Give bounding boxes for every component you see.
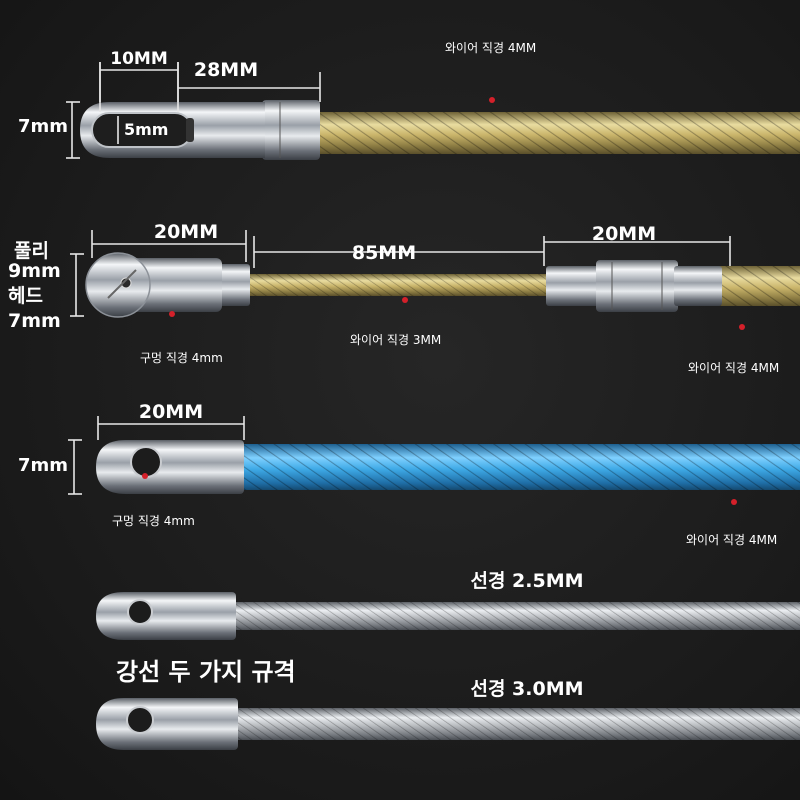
callout-wire-4mm-c: 와이어 직경 4MM bbox=[686, 533, 777, 547]
callout-wire-4mm-b: 와이어 직경 4MM bbox=[688, 361, 779, 375]
section-pulley-gold: 20MM 85MM 20MM 풀리 9mm 헤드 7mm 구멍 직경 4mm 와… bbox=[8, 221, 800, 375]
crimp-sleeve bbox=[262, 100, 320, 160]
spec-3-0mm: 선경 3.0MM bbox=[470, 678, 583, 700]
coupler bbox=[546, 260, 722, 312]
pulley-crimp bbox=[218, 264, 250, 306]
pulley-label: 풀리 bbox=[14, 240, 49, 262]
dim-20mm-bullet: 20MM bbox=[139, 401, 203, 423]
callout-wire-3mm: 와이어 직경 3MM bbox=[350, 333, 441, 347]
callout-wire-4mm: 와이어 직경 4MM bbox=[445, 41, 536, 55]
dim-7mm-bullet: 7mm bbox=[18, 455, 68, 476]
dim-5mm-slot: 5mm bbox=[124, 120, 168, 139]
dim-28mm: 28MM bbox=[194, 59, 258, 81]
dim-85mm: 85MM bbox=[352, 242, 416, 264]
pulley-size: 9mm bbox=[8, 260, 61, 282]
dim-10mm: 10MM bbox=[110, 49, 168, 69]
callout-dot bbox=[489, 97, 495, 103]
dim-20mm-coupler: 20MM bbox=[592, 223, 656, 245]
dim-20mm-head: 20MM bbox=[154, 221, 218, 243]
spec-2-5mm: 선경 2.5MM bbox=[470, 570, 583, 592]
callout-hole-4mm-b: 구멍 직경 4mm bbox=[112, 514, 195, 528]
gold-cable-twist bbox=[318, 112, 800, 154]
bullet-hole bbox=[130, 446, 162, 478]
section-eyelet-gold: 10MM 28MM 7mm 5mm 와이어 직경 4MM bbox=[18, 41, 800, 160]
bullet-crimp bbox=[192, 440, 244, 494]
head-label: 헤드 bbox=[8, 285, 43, 307]
head-size: 7mm bbox=[8, 310, 61, 332]
dim-7mm-height: 7mm bbox=[18, 116, 68, 137]
pulley-wheel bbox=[85, 252, 151, 318]
section-bullet-blue: 20MM 7mm 구멍 직경 4mm 와이어 직경 4MM bbox=[18, 401, 800, 547]
callout-hole-4mm: 구멍 직경 4mm bbox=[140, 351, 223, 365]
section-steel-cables: 선경 2.5MM 선경 3.0MM 강선 두 가지 규격 bbox=[96, 570, 800, 750]
steel-section-title: 강선 두 가지 규격 bbox=[116, 658, 296, 686]
